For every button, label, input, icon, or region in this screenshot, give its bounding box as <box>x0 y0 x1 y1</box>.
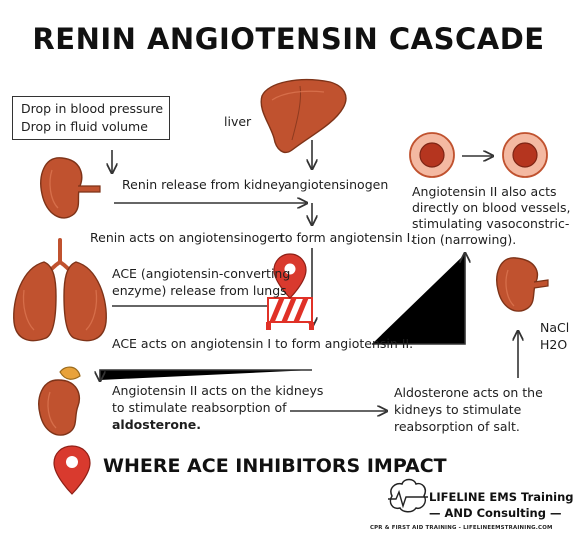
label-aldo-1: Aldosterone acts on the <box>394 385 543 400</box>
blood-cell-icon <box>409 132 455 178</box>
label-vessels-3: stimulating vasoconstric- <box>412 216 570 231</box>
label-ace-release-2: enzyme) release from lungs <box>112 283 287 298</box>
label-vessels-2: directly on blood vessels, <box>412 200 571 215</box>
page-title: RENIN ANGIOTENSIN CASCADE <box>32 22 545 56</box>
label-ace-release-1: ACE (angiotensin-converting <box>112 266 291 281</box>
label-renin-release: Renin release from kidney <box>122 177 286 192</box>
label-angiotensinogen: angiotensinogen <box>284 177 389 192</box>
label-ang2-kidneys-1: Angiotensin II acts on the kidneys <box>112 383 324 398</box>
kidney-icon <box>38 366 81 436</box>
liver-icon <box>260 79 347 154</box>
blood-cell-icon <box>502 132 548 178</box>
trigger-line-1: Drop in blood pressure <box>21 101 164 116</box>
trigger-line-2: Drop in fluid volume <box>21 119 148 134</box>
label-vessels-1: Angiotensin II also acts <box>412 184 557 199</box>
label-liver: liver <box>224 114 252 129</box>
label-vessels-4: tion (narrowing). <box>412 232 517 247</box>
brand-name-line-1: LIFELINE EMS Training <box>429 490 574 504</box>
label-h2o: H2O <box>540 337 568 352</box>
label-renin-acts: Renin acts on angiotensinogen <box>90 230 283 245</box>
label-ang2-kidneys-2: to stimulate reabsorption of <box>112 400 287 415</box>
label-aldo-3: reabsorption of salt. <box>394 419 520 434</box>
label-to-form-angiotensin-1: to form angiotensin I. <box>280 230 415 245</box>
brand-name-line-2: — AND Consulting — <box>429 506 562 520</box>
arrow-to-kidneys <box>100 369 312 380</box>
kidney-icon <box>40 157 101 219</box>
label-nacl: NaCl <box>540 320 570 335</box>
arrow-to-blood-vessels <box>372 254 465 345</box>
trigger-box: Drop in blood pressure Drop in fluid vol… <box>12 96 170 140</box>
brand-tagline: CPR & FIRST AID TRAINING - LIFELINEEMSTR… <box>370 525 553 531</box>
label-ang2-kidneys-3: aldosterone. <box>112 417 202 432</box>
lungs-icon <box>13 238 107 342</box>
label-ace-acts: ACE acts on angiotensin I to form angiot… <box>112 336 414 351</box>
legend-ace-inhibitors: WHERE ACE INHIBITORS IMPACT <box>103 455 447 477</box>
brain-heartbeat-icon <box>388 478 428 513</box>
roadblock-icon <box>266 297 314 330</box>
kidney-icon <box>496 257 549 312</box>
map-pin-icon <box>53 445 91 495</box>
label-aldo-2: kidneys to stimulate <box>394 402 522 417</box>
map-pin-icon <box>273 253 307 299</box>
